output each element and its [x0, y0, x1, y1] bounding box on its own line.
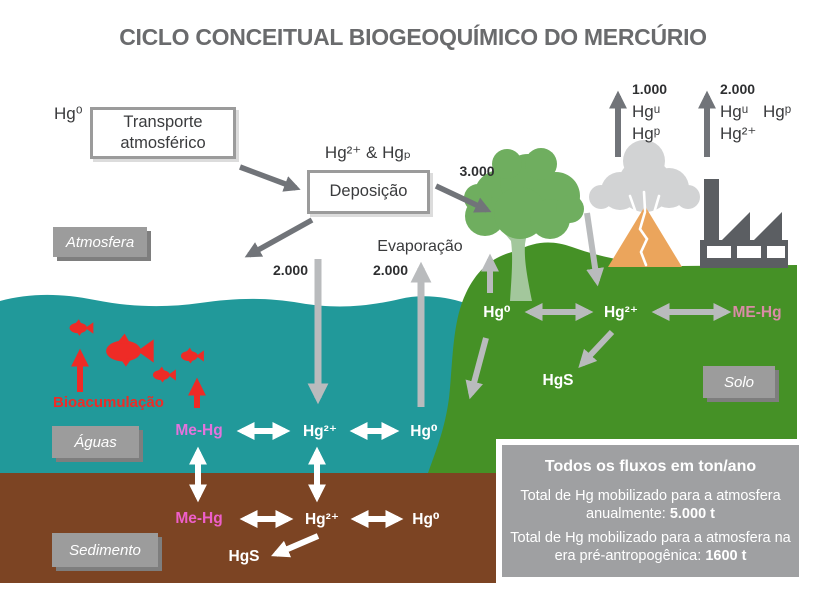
deposition-box: Deposição [307, 170, 430, 214]
industry-flux-value: 2.000 [720, 81, 756, 97]
water-badge: Águas [52, 426, 139, 458]
industry-species-1: Hgᵘ [720, 102, 749, 121]
bioaccumulation-label: Bioacumulação [53, 394, 164, 411]
hg0-sediment-label: Hg⁰ [412, 511, 440, 528]
hg2-sediment-label: Hg²⁺ [304, 511, 340, 528]
legend-annual-value: 5.000 t [669, 505, 715, 522]
mehg-sediment-label: Me-Hg [175, 510, 223, 527]
mehg-water-label: Me-Hg [175, 422, 223, 439]
legend-line-annual: Total de Hg mobilizado para a atmosfera … [520, 488, 781, 522]
soil-badge: Solo [703, 366, 775, 398]
sediment-badge: Sedimento [52, 533, 158, 567]
factory-icon [700, 179, 788, 268]
volcano-species-1: Hgᵘ [632, 102, 661, 121]
hg0-atmosphere-label: Hg⁰ [54, 104, 83, 123]
arrow-sediment-hg2-to-hgs [271, 533, 320, 558]
flux-legend-box: Todos os fluxos em ton/ano Total de Hg m… [496, 439, 805, 583]
arrow-soil-hg0-to-water [465, 337, 489, 400]
hg2-soil-label: Hg²⁺ [603, 304, 639, 321]
mehg-soil-label: ME-Hg [732, 304, 782, 321]
evaporation-label: Evaporação [377, 238, 463, 255]
hgs-soil-label: HgS [542, 372, 574, 389]
arrow-deposition-to-ocean [244, 217, 314, 258]
flux-to-water-value: 2.000 [272, 262, 308, 278]
arrow-atmosphere-to-soil [584, 212, 605, 287]
arrow-soil-hg2-to-hgs [578, 329, 615, 368]
legend-line-preanthropogenic: Total de Hg mobilizado para a atmosfera … [510, 530, 791, 565]
volcano-species-2: Hgᵖ [632, 124, 661, 143]
atmospheric-species-label: Hg²⁺ & Hgₚ [324, 143, 412, 162]
arrow-transport-to-deposition [239, 164, 301, 192]
legend-title: Todos os fluxos em ton/ano [544, 458, 757, 475]
tree-icon [464, 148, 584, 301]
industry-species-3: Hg²⁺ [720, 124, 757, 143]
atmosphere-badge: Atmosfera [53, 227, 147, 257]
legend-preanthropogenic-value: 1600 t [705, 548, 747, 565]
hg0-water-label: Hg⁰ [410, 423, 438, 440]
page-title: CICLO CONCEITUAL BIOGEOQUÍMICO DO MERCÚR… [119, 24, 707, 50]
arrow-deposition-to-forest [434, 183, 492, 213]
volcano-icon [608, 190, 682, 267]
hg0-soil-label: Hg⁰ [483, 304, 511, 321]
hgs-sediment-label: HgS [228, 548, 260, 565]
transport-box: Transporte atmosférico [90, 107, 236, 159]
hg2-water-label: Hg²⁺ [302, 423, 338, 440]
flux-to-forest-value: 3.000 [459, 163, 495, 179]
evaporation-flux-value: 2.000 [372, 262, 408, 278]
industry-species-2: Hgᵖ [763, 102, 792, 121]
volcano-flux-value: 1.000 [632, 81, 668, 97]
